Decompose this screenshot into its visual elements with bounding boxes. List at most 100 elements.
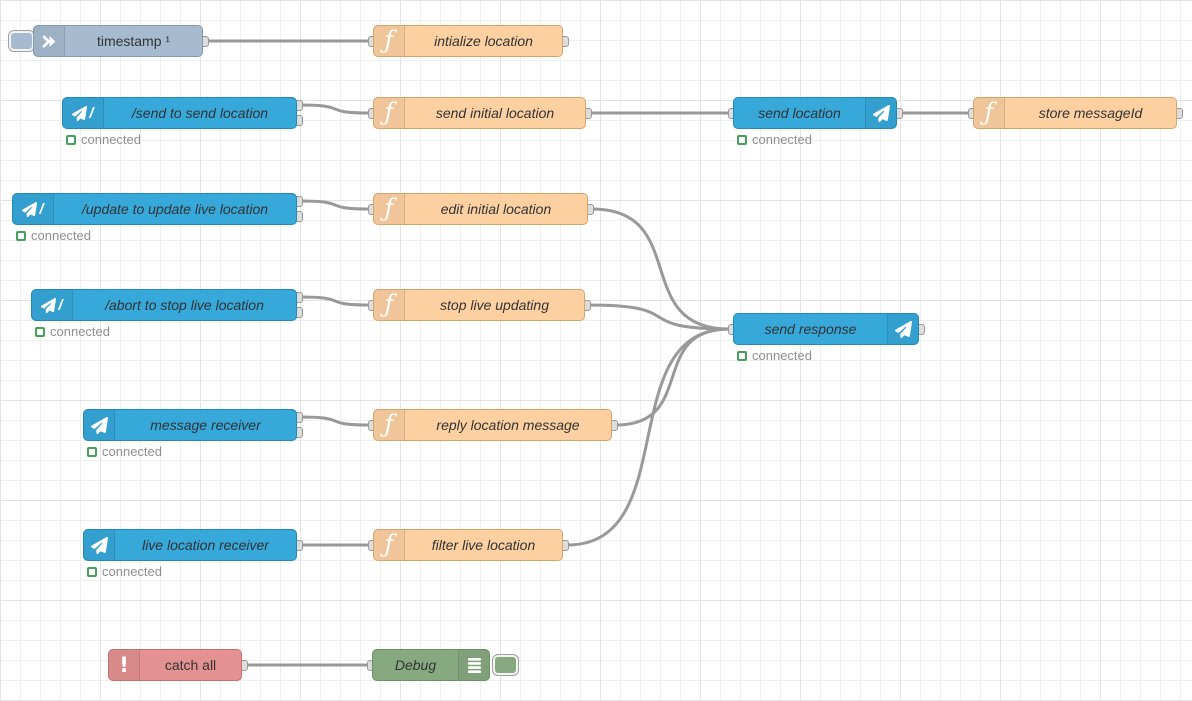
status-ring-icon [737,134,747,145]
function-icon: ƒ [384,194,394,222]
slash-icon: / [89,104,94,122]
node-icon-strip: ! [109,650,140,680]
wire[interactable] [565,327,731,547]
exclamation-icon: ! [119,652,129,677]
node-icon-strip [34,26,65,56]
node-fn-stop-live[interactable]: ƒ stop live updating [373,289,585,321]
button-fill [495,657,516,673]
node-icon-strip: / [63,98,104,128]
node-cmd-send[interactable]: / /send to send location [62,97,297,129]
node-cmd-update[interactable]: / /update to update live location [12,193,297,225]
node-debug[interactable]: Debug [372,649,490,681]
debug-toggle-button[interactable] [492,654,519,676]
node-icon-strip: ƒ [374,290,405,320]
node-tg-message-receiver[interactable]: message receiver [83,409,297,441]
status-ring-icon [87,446,97,457]
node-tg-live-receiver[interactable]: live location receiver [83,529,297,561]
node-icon-strip: ƒ [374,530,405,560]
slash-icon: / [39,200,44,218]
node-status: connected [35,324,110,339]
function-icon: ƒ [384,530,394,558]
node-label: send response [764,321,857,337]
node-fn-store-messageid[interactable]: ƒ store messageId [973,97,1177,129]
node-fn-send-initial[interactable]: ƒ send initial location [373,97,586,129]
node-status: connected [66,132,141,147]
node-status-text: connected [50,324,110,339]
node-status-text: connected [752,132,812,147]
node-status-text: connected [81,132,141,147]
node-status: connected [87,564,162,579]
paper-plane-icon [41,298,56,313]
node-label: /abort to stop live location [105,297,264,313]
status-ring-icon [66,134,76,145]
node-icon-strip: ƒ [374,26,405,56]
node-cmd-abort[interactable]: / /abort to stop live location [31,289,297,321]
node-icon-strip [84,530,115,560]
node-inject-timestamp[interactable]: timestamp ¹ [33,25,203,57]
paper-plane-icon [873,105,890,122]
node-status-text: connected [102,564,162,579]
wire[interactable] [299,415,371,427]
wire[interactable] [299,199,371,211]
node-icon-strip: ƒ [374,98,405,128]
wire[interactable] [590,207,731,331]
paper-plane-icon [72,106,87,121]
list-icon [466,656,483,675]
inject-button[interactable] [8,30,35,52]
node-label: filter live location [431,537,536,553]
paper-plane-icon [91,537,108,554]
node-label: reply location message [436,417,580,433]
slash-icon: / [58,296,63,314]
node-icon-strip: ƒ [374,410,405,440]
node-label: send location [758,105,841,121]
wire[interactable] [587,303,731,331]
node-status: connected [16,228,91,243]
node-label: send initial location [435,105,555,121]
node-fn-filter-live[interactable]: ƒ filter live location [373,529,563,561]
function-icon: ƒ [384,290,394,318]
node-label: timestamp ¹ [96,33,171,49]
inject-arrow-icon [41,33,58,50]
node-status-text: connected [31,228,91,243]
status-ring-icon [737,350,747,361]
node-label: store messageId [1038,105,1143,121]
node-label: message receiver [150,417,261,433]
node-status: connected [737,348,812,363]
node-label: edit initial location [440,201,552,217]
node-icon-strip [887,314,918,344]
paper-plane-icon [22,202,37,217]
node-label: stop live updating [440,297,549,313]
node-label: live location receiver [142,537,269,553]
function-icon: ƒ [384,26,394,54]
node-label: Debug [394,657,437,673]
node-icon-strip [84,410,115,440]
node-status: connected [87,444,162,459]
wire[interactable] [299,295,371,307]
node-status-text: connected [102,444,162,459]
wire[interactable] [299,103,371,115]
node-status-text: connected [752,348,812,363]
button-fill [11,33,32,49]
status-ring-icon [87,566,97,577]
node-label: catch all [164,657,217,673]
node-fn-reply-location[interactable]: ƒ reply location message [373,409,612,441]
paper-plane-icon [91,417,108,434]
function-icon: ƒ [384,410,394,438]
node-fn-edit-initial[interactable]: ƒ edit initial location [373,193,588,225]
node-label: /send to send location [131,105,269,121]
status-ring-icon [35,326,45,337]
node-icon-strip: ƒ [374,194,405,224]
node-tg-send-location[interactable]: send location [733,97,897,129]
node-icon-strip: / [13,194,54,224]
node-catch-all[interactable]: ! catch all [108,649,242,681]
node-icon-strip [458,650,489,680]
function-icon: ƒ [984,98,994,126]
node-icon-strip [865,98,896,128]
function-icon: ƒ [384,98,394,126]
wire[interactable] [614,327,731,427]
node-tg-send-response[interactable]: send response [733,313,919,345]
node-label: /update to update live location [81,201,269,217]
